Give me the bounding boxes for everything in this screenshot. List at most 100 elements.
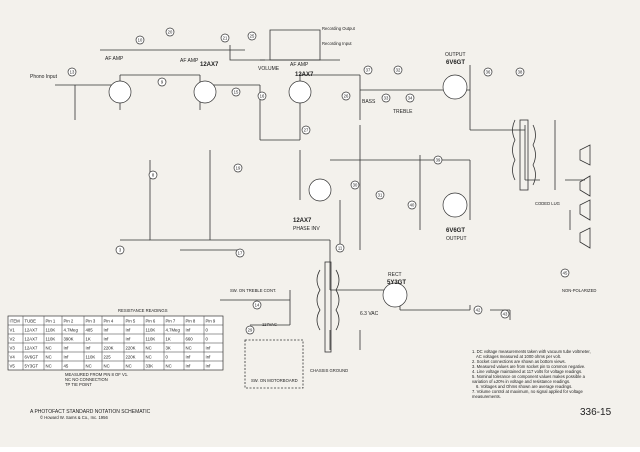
table-note-1: MEASURED FROM PIN 8 OF V1.	[65, 372, 128, 377]
table-cell: 220K	[126, 355, 136, 360]
svg-text:43: 43	[503, 312, 508, 317]
label-sw-treble: SW. ON TREBLE CONT.	[230, 288, 276, 293]
label-tube-12ax7-phase: 12AX7	[293, 218, 312, 224]
svg-text:33: 33	[384, 96, 389, 101]
tube-v4-output-upper	[442, 74, 468, 100]
note-2: 2. Socket connections are shown as botto…	[472, 359, 566, 364]
table-cell: NC	[46, 355, 52, 360]
table-cell: 5Y3GT	[25, 364, 39, 369]
speaker-1-icon	[579, 144, 591, 166]
table-cell: V5	[10, 364, 16, 369]
table-note-3: TP TIE POINT	[65, 382, 92, 387]
label-af-amp-3: AF AMP	[290, 62, 309, 68]
table-cell: Inf	[206, 355, 212, 360]
table-header-cell: Pin 8	[186, 319, 196, 324]
table-header-cell: TUBE	[25, 319, 37, 324]
table-cell: 4.7Meg	[64, 328, 79, 333]
tube-v5-output-lower	[442, 192, 468, 218]
footer-copyright: © Howard W. Sams & Co., Inc. 1956	[40, 415, 108, 420]
table-cell: 12AX7	[25, 337, 39, 342]
label-coded-lug: CODED LUG	[535, 201, 560, 206]
note-5: 5. Nominal tolerance on component values…	[472, 374, 586, 379]
svg-text:14: 14	[255, 303, 260, 308]
label-output-top: OUTPUT	[445, 52, 466, 58]
table-cell: 4.7Meg	[166, 328, 181, 333]
label-af-amp-1: AF AMP	[105, 56, 124, 62]
speakers	[579, 144, 591, 249]
label-phase-inv: PHASE INV	[293, 226, 320, 232]
table-cell: NC	[104, 364, 110, 369]
table-cell: V1	[10, 328, 16, 333]
label-rect: RECT	[388, 272, 402, 278]
component-labels: Phono Input AF AMP AF AMP AF AMP 12AX7 1…	[30, 26, 596, 383]
svg-text:16: 16	[260, 94, 265, 99]
label-117vac: 117VAC	[262, 322, 277, 327]
label-output-bottom: OUTPUT	[446, 236, 467, 242]
table-header-cell: Pin 5	[126, 319, 136, 324]
svg-text:36: 36	[486, 70, 491, 75]
label-recording-output: Recording Output	[322, 26, 356, 31]
svg-text:25: 25	[250, 34, 255, 39]
table-cell: 390K	[64, 337, 74, 342]
table-cell: Inf	[206, 346, 212, 351]
component-callouts: 10 20 21 25 13 37 32 36 38 9 15 16 26 33…	[67, 27, 570, 335]
page-number: 336-15	[580, 407, 612, 418]
output-transformer-core	[519, 119, 529, 191]
table-cell: Inf	[126, 337, 132, 342]
label-chassis-ground: CHASSIS GROUND	[310, 368, 348, 373]
table-cell: NC	[186, 346, 192, 351]
table-header-cell: Pin 7	[166, 319, 176, 324]
tube-v1-b	[193, 80, 217, 104]
svg-text:37: 37	[366, 68, 371, 73]
label-tube-5y3gt: 5Y3GT	[387, 280, 406, 286]
table-cell: NC	[126, 364, 132, 369]
table-cell: Inf	[186, 355, 192, 360]
label-tube-6v6gt-top: 6V6GT	[446, 60, 465, 66]
svg-text:19: 19	[236, 166, 241, 171]
table-cell: Inf	[206, 364, 212, 369]
svg-text:38: 38	[518, 70, 523, 75]
table-header-cell: Pin 9	[206, 319, 216, 324]
note-4: 4. Line voltage maintained at 117 volts …	[472, 369, 582, 374]
svg-text:42: 42	[476, 308, 481, 313]
label-bass: BASS	[362, 99, 376, 105]
table-cell: 220K	[126, 346, 136, 351]
svg-text:11: 11	[338, 246, 343, 251]
table-cell: 110K	[46, 337, 56, 342]
note-1a: 1. DC voltage measurements taken with va…	[472, 349, 591, 354]
note-1b: AC voltages measured at 1000 ohms per vo…	[476, 354, 561, 359]
speaker-4-icon	[579, 227, 591, 249]
table-cell: 110K	[146, 328, 156, 333]
svg-text:45: 45	[563, 271, 568, 276]
svg-text:40: 40	[410, 203, 415, 208]
table-cell: 660	[186, 337, 194, 342]
svg-text:29: 29	[248, 328, 253, 333]
table-header-cell: Pin 1	[46, 319, 56, 324]
svg-text:15: 15	[234, 90, 239, 95]
table-cell: NC	[86, 364, 92, 369]
table-cell: NC	[46, 364, 52, 369]
table-cell: NC	[46, 346, 52, 351]
label-tube-12ax7-mid: 12AX7	[295, 72, 314, 78]
table-cell: Inf	[104, 328, 110, 333]
table-cell: Inf	[186, 328, 192, 333]
svg-text:20: 20	[168, 30, 173, 35]
speaker-2-icon	[579, 175, 591, 197]
table-cell: 220K	[104, 346, 114, 351]
table-note-2: NC NO CONNECTION	[65, 377, 108, 382]
label-tube-12ax7-top: 12AX7	[200, 62, 219, 68]
motorboard-switch-box	[244, 339, 304, 389]
table-cell: 225	[104, 355, 112, 360]
footer-title: A PHOTOFACT STANDARD NOTATION SCHEMATIC	[30, 409, 151, 415]
table-cell: 33K	[146, 364, 154, 369]
svg-text:17: 17	[238, 251, 243, 256]
table-cell: NC	[146, 355, 152, 360]
label-af-amp-2: AF AMP	[180, 58, 199, 64]
table-header-cell: Pin 3	[86, 319, 96, 324]
tubes	[108, 74, 468, 308]
speaker-3-icon	[579, 199, 591, 221]
table-cell: 0	[166, 355, 169, 360]
